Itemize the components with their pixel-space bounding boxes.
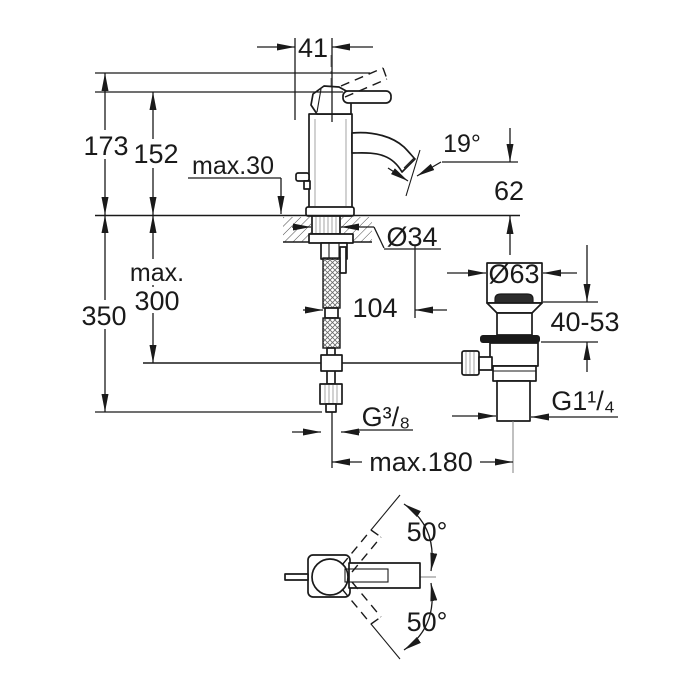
dim-41: 41 xyxy=(257,33,373,122)
waste-taper xyxy=(486,302,543,314)
dim-max300-label-1: max. xyxy=(130,259,184,287)
dimensions: 41 173 152 max.30 19° xyxy=(80,33,620,637)
g38-nut-ridges xyxy=(324,385,338,403)
dim-max180: max.180 xyxy=(331,412,513,477)
dim-max30: max.30 xyxy=(188,152,285,214)
dim-173: 173 xyxy=(83,73,129,215)
dim-62: 62 xyxy=(494,128,524,255)
handle-raised-outline xyxy=(340,67,388,98)
dim-152: 152 xyxy=(133,92,179,215)
shank-threads xyxy=(315,217,337,233)
dim-g38: G³/₈ xyxy=(292,402,413,436)
g38-connector-tip xyxy=(325,403,337,413)
handle-hub xyxy=(310,85,352,115)
dim-104-label: 104 xyxy=(352,293,397,323)
dim-104: 104 xyxy=(303,293,447,323)
dim-max300: max. 300 xyxy=(129,215,185,363)
dim-max30-label: max.30 xyxy=(192,152,274,180)
pop-up-knob-stem xyxy=(303,180,311,190)
handle-swing-lower xyxy=(341,581,438,660)
dim-max300-label-2: 300 xyxy=(134,286,179,316)
rubber-seal xyxy=(480,335,540,343)
top-view xyxy=(284,494,438,660)
dim-g114: G1¹/₄ xyxy=(452,386,618,421)
top-view-rod-stub xyxy=(284,573,309,581)
waste-plug xyxy=(494,293,534,304)
top-view-handle xyxy=(348,562,421,589)
dim-40-53-label: 40-53 xyxy=(550,307,619,337)
dim-19deg: 19° xyxy=(387,130,481,182)
handle-swing-upper xyxy=(341,494,438,573)
dim-50down-label: 50° xyxy=(407,607,448,637)
waste-body-lower xyxy=(492,365,537,382)
rod-lever-knob xyxy=(461,350,480,376)
top-view-cartridge-circle xyxy=(311,558,349,596)
dim-g114-label: G1¹/₄ xyxy=(551,386,615,416)
rod-lever-stem xyxy=(478,356,493,371)
dim-152-label: 152 xyxy=(133,139,178,169)
dim-41-label: 41 xyxy=(298,33,328,63)
dim-40-53: 40-53 xyxy=(541,245,620,372)
dim-g38-label: G³/₈ xyxy=(362,402,411,432)
knob-ridges xyxy=(465,352,475,374)
waste-neck xyxy=(496,312,533,336)
handle-hub-detail xyxy=(316,88,322,113)
dim-350-label: 350 xyxy=(81,301,126,331)
deck-section xyxy=(95,214,520,243)
drain-assembly xyxy=(461,262,543,473)
tailpipe xyxy=(496,380,531,422)
dim-max180-label: max.180 xyxy=(369,447,473,477)
g38-connector-nut xyxy=(319,383,343,405)
dim-350: 350 xyxy=(80,215,129,412)
faucet-base xyxy=(305,206,355,217)
braided-hose-upper xyxy=(322,257,341,309)
dim-19deg-label: 19° xyxy=(443,130,481,158)
stream-angle-line xyxy=(405,149,421,197)
supply-hose xyxy=(319,257,343,413)
pop-up-knob xyxy=(295,172,310,182)
horseshoe-washer xyxy=(308,233,354,244)
top-view-handle-inner xyxy=(344,568,389,583)
dim-62-label: 62 xyxy=(494,176,524,206)
deck-hatch-left xyxy=(283,217,311,242)
dim-dia34: Ø34 xyxy=(292,222,441,252)
braided-hose-lower xyxy=(322,317,341,349)
main-view xyxy=(295,55,421,217)
pop-up-rod-vertical xyxy=(339,246,347,274)
waste-body-upper xyxy=(489,342,539,367)
hose-coupler xyxy=(324,307,339,319)
dim-dia63: Ø63 xyxy=(447,259,577,289)
rod-tee-fitting xyxy=(320,354,343,372)
dim-173-label: 173 xyxy=(83,131,128,161)
dim-dia34-label: Ø34 xyxy=(386,222,437,252)
dim-50up-label: 50° xyxy=(407,517,448,547)
spout-aerator xyxy=(403,157,415,169)
handle-lever xyxy=(342,90,392,104)
dim-dia63-label: Ø63 xyxy=(488,259,539,289)
